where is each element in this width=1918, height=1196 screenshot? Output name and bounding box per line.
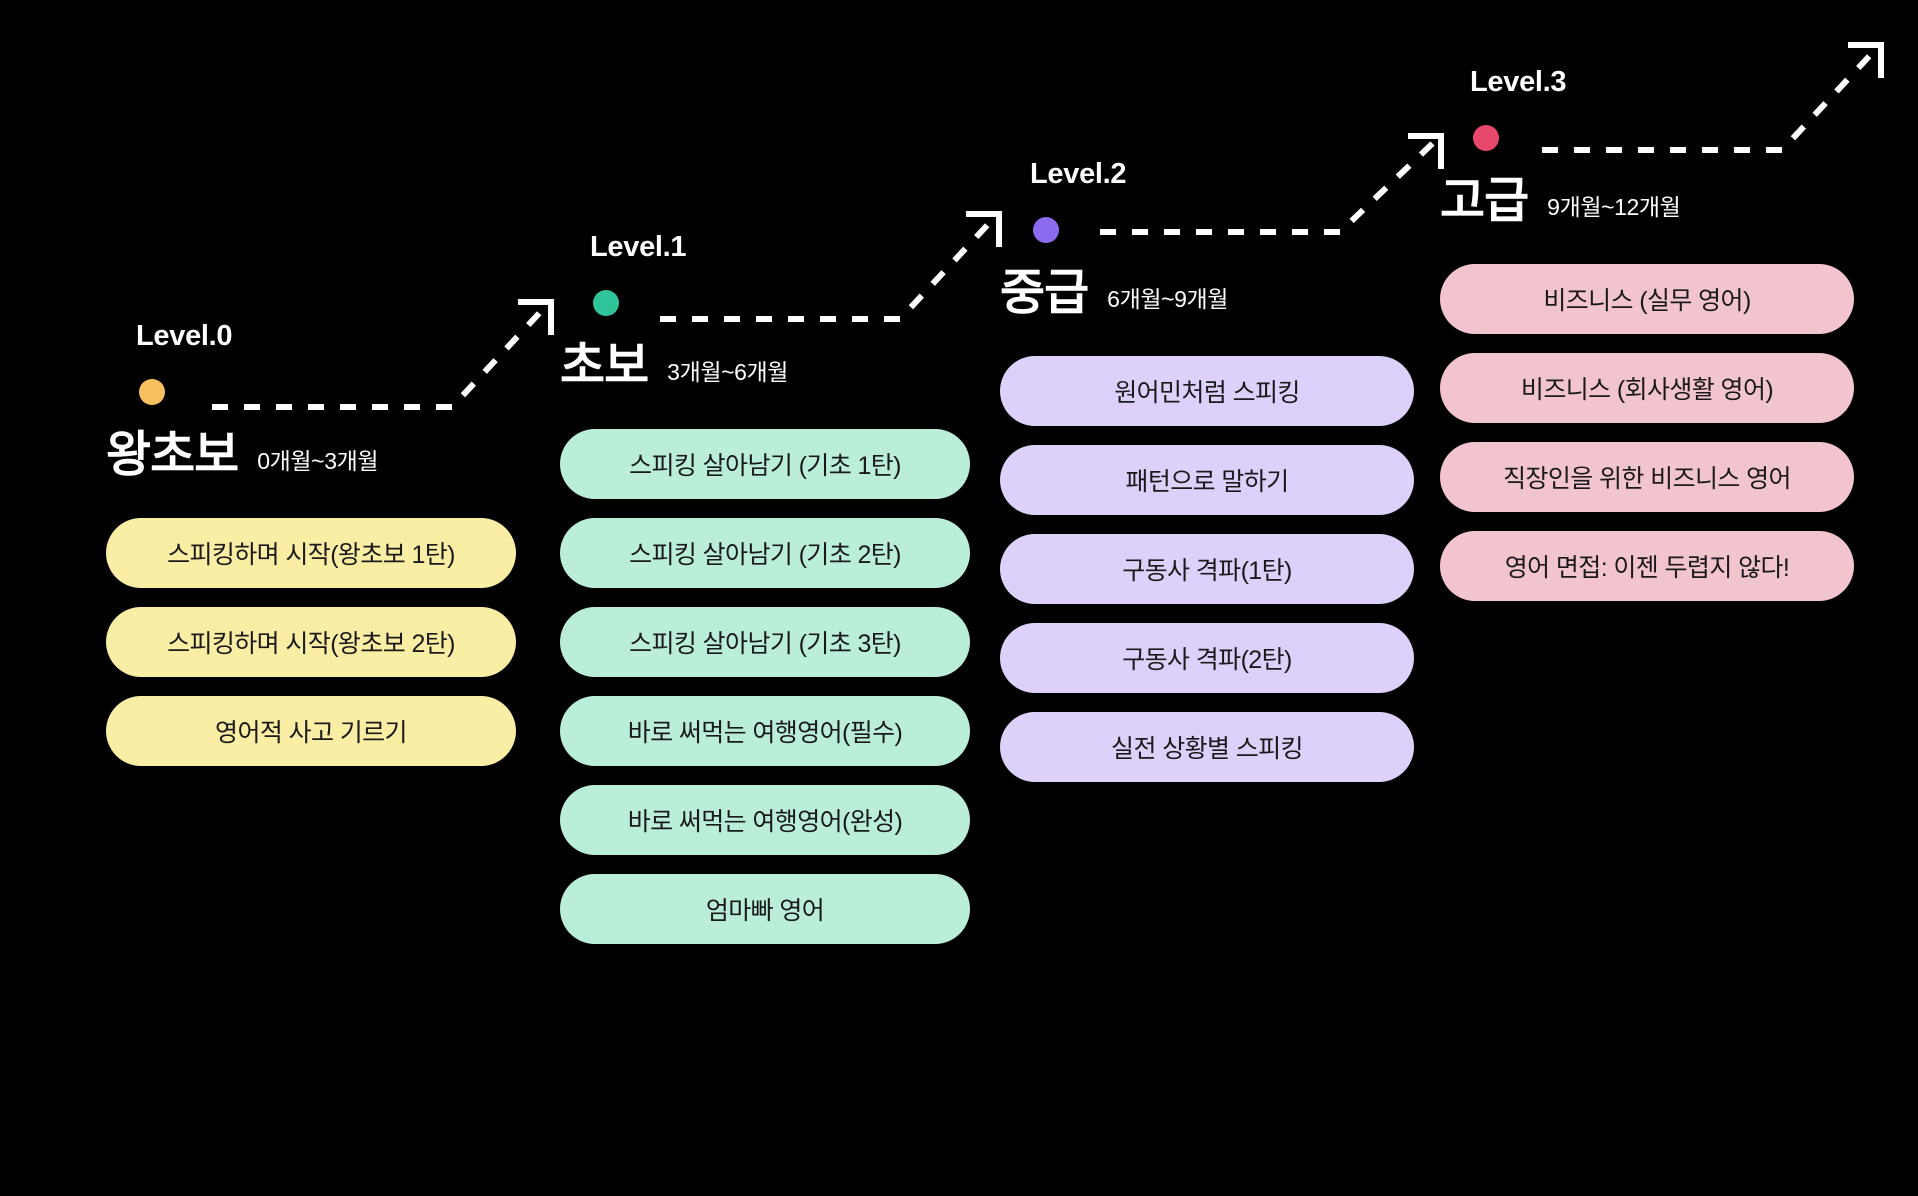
course-pill[interactable]: 영어적 사고 기르기 <box>106 696 516 766</box>
level-duration-0: 0개월~3개월 <box>257 448 379 474</box>
level-name-row-0: 왕초보 0개월~3개월 <box>106 428 379 482</box>
level-duration-2: 6개월~9개월 <box>1107 286 1229 312</box>
level-dot-row-1 <box>560 290 619 316</box>
course-list-3: 비즈니스 (실무 영어) 비즈니스 (회사생활 영어) 직장인을 위한 비즈니스… <box>1440 264 1854 601</box>
level-name-1: 초보 <box>560 339 649 393</box>
course-pill[interactable]: 직장인을 위한 비즈니스 영어 <box>1440 442 1854 512</box>
level-column-1: Level.1 초보 3개월~6개월 스피킹 살아남기 (기초 1탄) 스피킹 … <box>560 231 990 944</box>
level-name-row-1: 초보 3개월~6개월 <box>560 342 788 391</box>
level-dot-row-2 <box>1000 217 1059 243</box>
course-list-1: 스피킹 살아남기 (기초 1탄) 스피킹 살아남기 (기초 2탄) 스피킹 살아… <box>560 429 970 944</box>
course-pill[interactable]: 구동사 격파(2탄) <box>1000 623 1414 693</box>
course-pill[interactable]: 원어민처럼 스피킹 <box>1000 356 1414 426</box>
level-dot-3 <box>1473 125 1499 151</box>
course-pill[interactable]: 스피킹 살아남기 (기초 3탄) <box>560 607 970 677</box>
level-tag-3: Level.3 <box>1470 66 1567 98</box>
level-column-0: Level.0 왕초보 0개월~3개월 스피킹하며 시작(왕초보 1탄) 스피킹… <box>106 320 536 766</box>
level-tag-1: Level.1 <box>590 231 687 263</box>
level-dot-row-3 <box>1440 125 1499 151</box>
level-duration-1: 3개월~6개월 <box>667 359 789 385</box>
course-pill[interactable]: 스피킹하며 시작(왕초보 1탄) <box>106 518 516 588</box>
course-pill[interactable]: 패턴으로 말하기 <box>1000 445 1414 515</box>
level-tag-2: Level.2 <box>1030 158 1127 190</box>
course-pill[interactable]: 비즈니스 (회사생활 영어) <box>1440 353 1854 423</box>
course-pill[interactable]: 바로 써먹는 여행영어(완성) <box>560 785 970 855</box>
course-pill[interactable]: 영어 면접: 이젠 두렵지 않다! <box>1440 531 1854 601</box>
course-pill[interactable]: 구동사 격파(1탄) <box>1000 534 1414 604</box>
level-dot-0 <box>139 379 165 405</box>
level-name-row-2: 중급 6개월~9개월 <box>1000 269 1228 318</box>
course-pill[interactable]: 비즈니스 (실무 영어) <box>1440 264 1854 334</box>
level-name-row-3: 고급 9개월~12개월 <box>1440 174 1681 228</box>
level-column-2: Level.2 중급 6개월~9개월 원어민처럼 스피킹 패턴으로 말하기 구동… <box>1000 158 1430 782</box>
course-pill[interactable]: 스피킹 살아남기 (기초 2탄) <box>560 518 970 588</box>
level-dot-1 <box>593 290 619 316</box>
level-dot-row-0 <box>106 379 165 405</box>
level-column-3: Level.3 고급 9개월~12개월 비즈니스 (실무 영어) 비즈니스 (회… <box>1440 66 1870 601</box>
level-duration-3: 9개월~12개월 <box>1547 194 1681 220</box>
course-pill[interactable]: 스피킹 살아남기 (기초 1탄) <box>560 429 970 499</box>
course-list-2: 원어민처럼 스피킹 패턴으로 말하기 구동사 격파(1탄) 구동사 격파(2탄)… <box>1000 356 1414 782</box>
level-dot-2 <box>1033 217 1059 243</box>
level-name-3: 고급 <box>1440 174 1529 228</box>
level-tag-0: Level.0 <box>136 320 233 352</box>
level-name-0: 왕초보 <box>106 428 239 482</box>
course-list-0: 스피킹하며 시작(왕초보 1탄) 스피킹하며 시작(왕초보 2탄) 영어적 사고… <box>106 518 516 766</box>
course-pill[interactable]: 실전 상황별 스피킹 <box>1000 712 1414 782</box>
level-name-2: 중급 <box>1000 266 1089 320</box>
course-pill[interactable]: 엄마빠 영어 <box>560 874 970 944</box>
course-pill[interactable]: 스피킹하며 시작(왕초보 2탄) <box>106 607 516 677</box>
course-pill[interactable]: 바로 써먹는 여행영어(필수) <box>560 696 970 766</box>
